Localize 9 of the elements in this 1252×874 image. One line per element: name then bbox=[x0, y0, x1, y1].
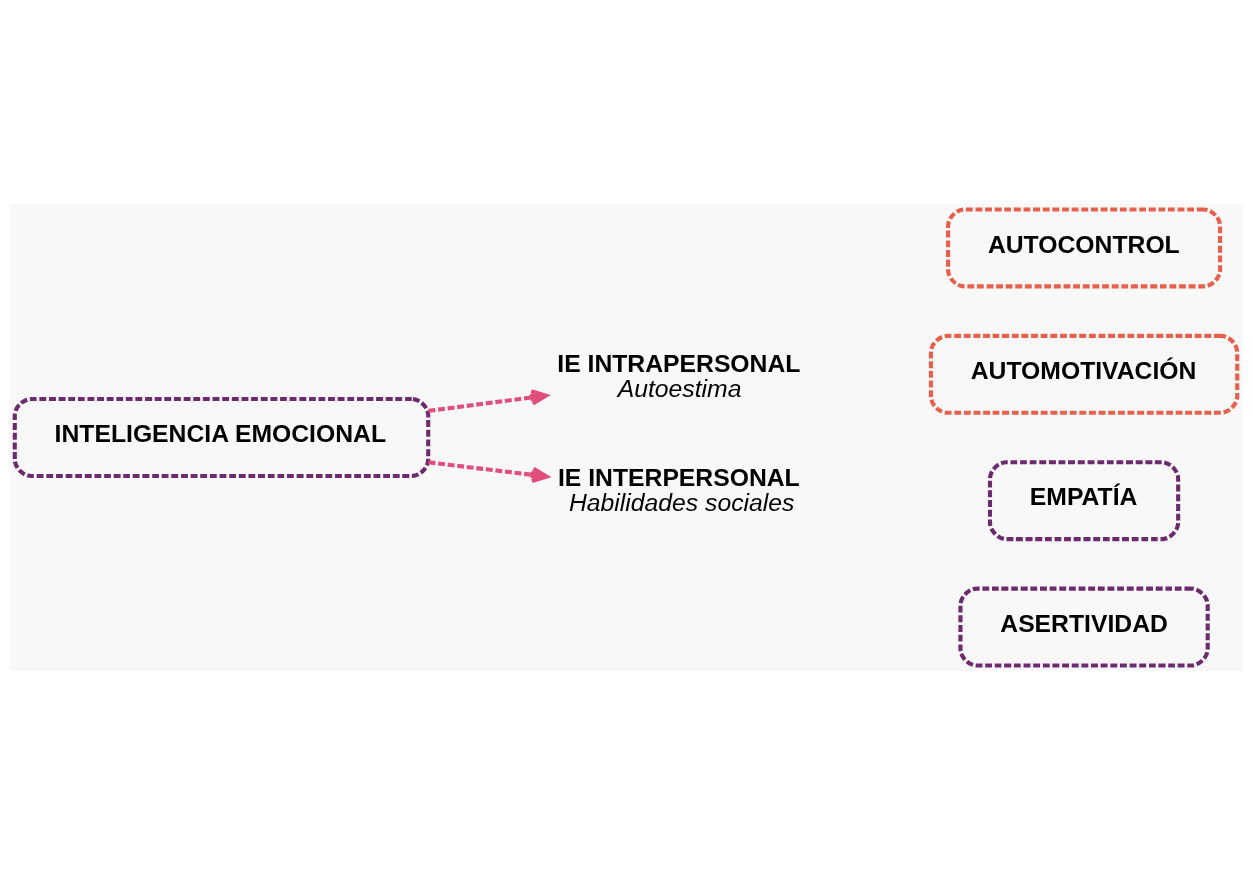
arrow bbox=[428, 459, 549, 483]
arrow bbox=[428, 388, 548, 413]
node-box: AUTOCONTROL bbox=[946, 206, 1223, 288]
node-box: EMPATÍA bbox=[987, 459, 1181, 541]
node-box: INTELIGENCIA EMOCIONAL bbox=[12, 396, 431, 478]
node-text: IE INTRAPERSONAL Autoestima bbox=[557, 349, 801, 402]
node-text: IE INTERPERSONAL Habilidades sociales bbox=[558, 463, 800, 516]
node-box: ASERTIVIDAD bbox=[958, 586, 1210, 668]
node-box: AUTOMOTIVACIÓN bbox=[928, 333, 1240, 415]
